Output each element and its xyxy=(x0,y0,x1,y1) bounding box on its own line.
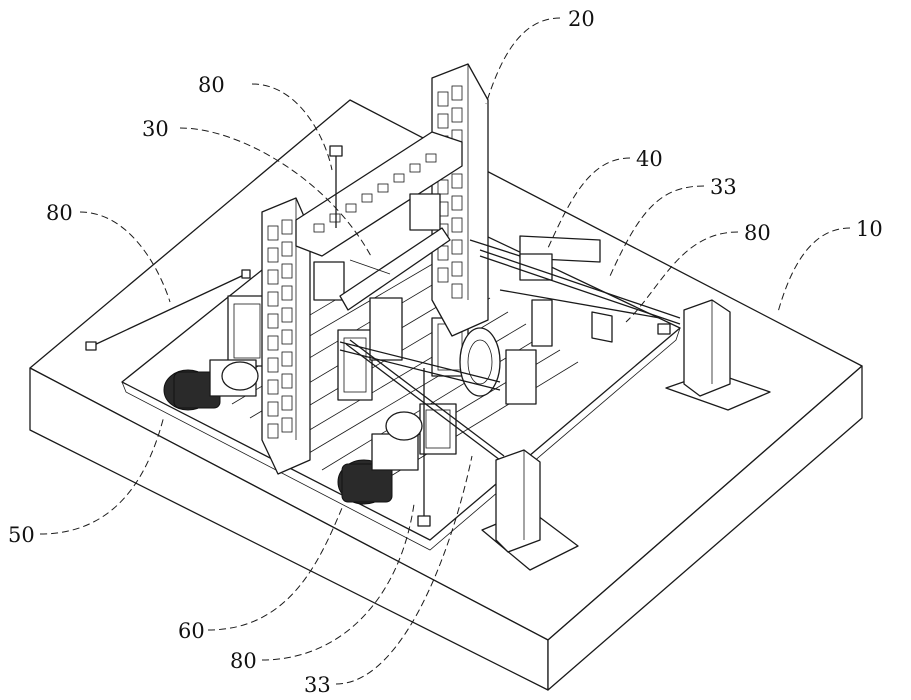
label-80-right: 80 xyxy=(744,221,771,245)
label-33-right: 33 xyxy=(710,175,737,199)
label-20: 20 xyxy=(568,7,595,31)
label-60: 60 xyxy=(178,619,205,643)
label-33-bottom: 33 xyxy=(304,673,331,697)
label-30: 30 xyxy=(142,117,169,141)
label-80-bottom: 80 xyxy=(230,649,257,673)
label-80-top: 80 xyxy=(198,73,225,97)
label-80-left: 80 xyxy=(46,201,73,225)
label-10: 10 xyxy=(856,217,883,241)
label-50: 50 xyxy=(8,523,35,547)
label-40: 40 xyxy=(636,147,663,171)
